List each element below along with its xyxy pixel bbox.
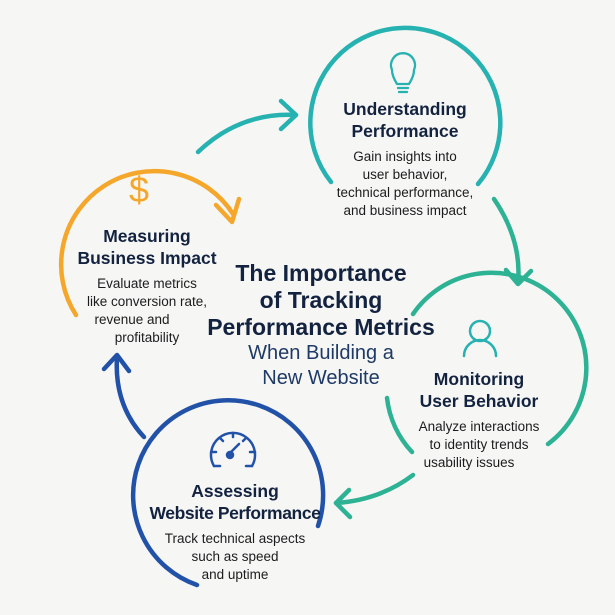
step-assessing: Assessing Website Performance Track tech… (130, 480, 340, 584)
arrow-to-monitoring (491, 196, 521, 286)
heading-line: Performance (351, 121, 459, 141)
desc-line: Evaluate metrics (97, 276, 197, 291)
desc-line: user behavior, (362, 167, 448, 182)
step-measuring: Measuring Business Impact Evaluate metri… (52, 225, 242, 347)
step-description: Analyze interactions to identity trends … (384, 418, 574, 472)
arrow-to-measuring (114, 354, 147, 440)
desc-line: usability issues (423, 455, 515, 470)
heading-line: User Behavior (419, 391, 539, 411)
heading-line: Business Impact (77, 248, 217, 268)
step-description: Evaluate metrics like conversion rate, r… (52, 275, 242, 347)
dollar-icon: $ (128, 169, 150, 210)
title-subtitle: When Building a New Website (205, 341, 437, 391)
understanding-circle-arc (308, 25, 503, 187)
desc-line: Gain insights into (353, 149, 457, 164)
desc-line: and uptime (201, 567, 269, 582)
arrow-to-assessing (333, 472, 416, 506)
title-line: New Website (262, 367, 380, 389)
desc-line: profitability (114, 330, 180, 345)
desc-line: such as speed (191, 549, 279, 564)
step-monitoring: Monitoring User Behavior Analyze interac… (384, 368, 574, 472)
lightbulb-icon (389, 52, 417, 94)
arrow-to-monitoring-head (503, 267, 534, 287)
desc-line: and business impact (343, 203, 467, 218)
arrow-to-understanding (195, 112, 299, 155)
desc-line: Analyze interactions (418, 419, 540, 434)
desc-line: revenue and (94, 312, 170, 327)
measuring-circle-arc (58, 168, 236, 318)
arrow-to-understanding-head (278, 98, 299, 132)
step-heading: Understanding Performance (310, 98, 500, 142)
assessing-circle-arc (130, 398, 326, 588)
arrow-to-assessing-head (333, 487, 353, 520)
main-title: The Importance of Tracking Performance M… (205, 260, 437, 391)
title-line: of Tracking (259, 287, 383, 313)
heading-line: Measuring (103, 226, 191, 246)
desc-line: Track technical aspects (164, 531, 306, 546)
desc-line: to identity trends (429, 437, 529, 452)
desc-line: technical performance, (336, 185, 474, 200)
title-line: When Building a (248, 342, 394, 364)
heading-line: Website Performance (149, 503, 321, 523)
heading-line: Assessing (191, 481, 279, 501)
monitoring-circle-arc-left (384, 395, 415, 455)
monitoring-circle-arc (410, 270, 589, 447)
step-understanding: Understanding Performance Gain insights … (310, 98, 500, 220)
step-description: Track technical aspects such as speed an… (130, 530, 340, 584)
step-heading: Measuring Business Impact (52, 225, 242, 269)
user-icon (462, 319, 498, 358)
speedometer-icon (209, 431, 257, 468)
heading-line: Understanding (343, 99, 467, 119)
arrow-to-measuring-head (101, 352, 132, 374)
title-bold: The Importance of Tracking Performance M… (205, 260, 437, 341)
title-line: Performance Metrics (207, 314, 435, 340)
heading-line: Monitoring (433, 369, 525, 389)
title-line: The Importance (235, 260, 407, 286)
step-description: Gain insights into user behavior, techni… (310, 148, 500, 220)
desc-line: like conversion rate, (86, 294, 208, 309)
step-heading: Monitoring User Behavior (384, 368, 574, 412)
step-heading: Assessing Website Performance (130, 480, 340, 524)
measuring-arrowhead (213, 196, 242, 225)
